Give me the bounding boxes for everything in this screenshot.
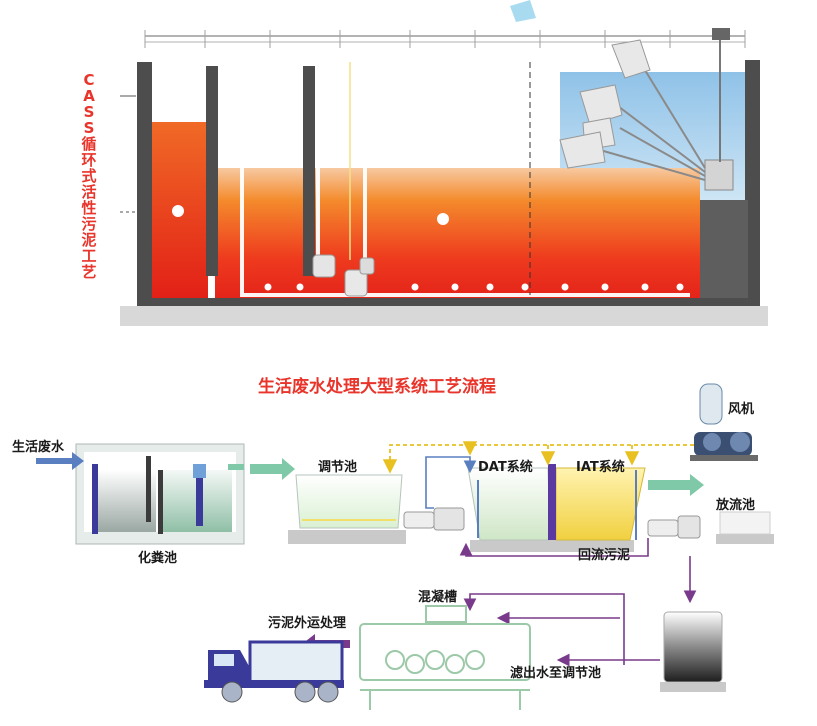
coagulation-tank-label: 混凝槽 <box>418 590 458 605</box>
air-pipes <box>240 62 690 297</box>
discharge-tank <box>716 511 774 544</box>
flow-title: 生活废水处理大型系统工艺流程 <box>258 377 496 397</box>
return-sludge-label: 回流污泥 <box>578 548 631 563</box>
iat-system-label: IAT系统 <box>576 460 625 475</box>
inlet-label: 生活废水 <box>12 440 65 455</box>
return-pump <box>312 254 375 297</box>
outlet-chamber <box>700 200 748 306</box>
discharge-tank-label: 放流池 <box>716 498 756 513</box>
baffle-wall-1 <box>206 66 218 276</box>
filtrate-return-label: 滤出水至调节池 <box>510 666 602 681</box>
dat-iat-tank <box>467 464 646 552</box>
tank-wall-left <box>137 62 152 312</box>
baffle-wall-2 <box>303 66 315 276</box>
sludge-thickener <box>660 611 726 692</box>
sludge-lines <box>459 538 697 667</box>
blower <box>690 383 758 461</box>
inlet-arrow <box>36 452 84 470</box>
tank-wall-right <box>745 60 760 312</box>
aerators <box>264 283 684 291</box>
to-discharge-arrow <box>648 474 704 496</box>
aeration-liquid <box>215 168 700 298</box>
transfer-pump <box>403 507 465 531</box>
cass-caption: CASS循环式活性污泥工艺 <box>81 71 97 281</box>
cass-tank <box>120 0 768 326</box>
decanter <box>559 28 734 191</box>
air-lines <box>382 441 694 474</box>
equalization-tank-label: 调节池 <box>318 460 358 475</box>
septic-tank-label: 化粪池 <box>138 551 178 566</box>
blower-label: 风机 <box>728 402 755 417</box>
filter-press <box>359 605 531 710</box>
dat-system-label: DAT系统 <box>478 460 533 475</box>
feed-line <box>425 456 477 509</box>
equalization-tank <box>288 474 406 544</box>
tank-base <box>120 306 768 326</box>
sludge-pump <box>647 515 701 539</box>
septic-to-eq-arrow <box>250 458 295 480</box>
septic-tank <box>75 443 245 545</box>
sludge-transport-label: 污泥外运处理 <box>268 616 347 631</box>
truck-icon <box>204 640 344 703</box>
